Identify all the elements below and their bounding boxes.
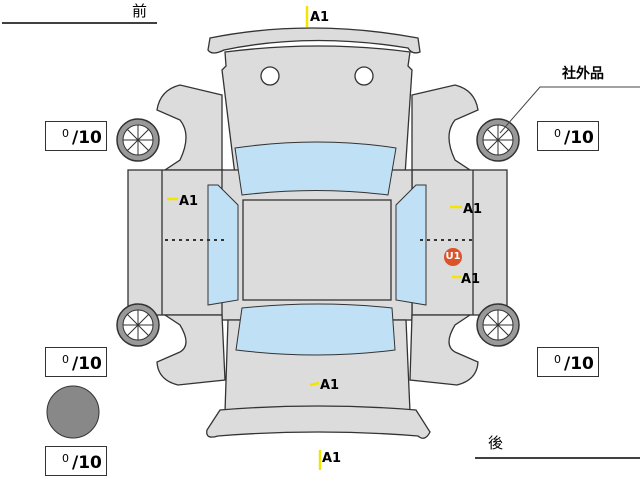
tread-value: 0 <box>554 127 561 140</box>
wheel-rear-right <box>476 303 520 347</box>
right-front-window <box>395 184 427 306</box>
tread-value: 0 <box>62 353 69 366</box>
tread-max: /10 <box>72 453 102 473</box>
tread-box-spare: 0/10 <box>45 446 107 476</box>
rear-window <box>235 303 396 356</box>
damage-mark: A1 <box>179 194 199 209</box>
damage-mark: A1 <box>463 202 483 217</box>
tread-max: /10 <box>564 354 594 374</box>
tread-max: /10 <box>72 354 102 374</box>
spare-tire-icon <box>46 385 100 439</box>
damage-mark: A1 <box>320 378 340 393</box>
tread-value: 0 <box>554 353 561 366</box>
tread-max: /10 <box>564 128 594 148</box>
tread-box-front-left: 0/10 <box>45 121 107 151</box>
right-front-fender <box>411 84 479 171</box>
wheel-front-right <box>476 118 520 162</box>
damage-mark: A1 <box>461 272 481 287</box>
tread-box-front-right: 0/10 <box>537 121 599 151</box>
wheel-rear-left <box>116 303 160 347</box>
rear-bumper <box>206 405 431 439</box>
tread-value: 0 <box>62 452 69 465</box>
rear-label: 後 <box>488 434 504 452</box>
left-side-panel <box>127 169 224 316</box>
windshield <box>234 141 397 196</box>
u1-badge: U1 <box>444 248 462 266</box>
tread-max: /10 <box>72 128 102 148</box>
tread-box-rear-left: 0/10 <box>45 347 107 377</box>
left-front-window <box>207 184 239 306</box>
damage-mark: A1 <box>310 10 330 25</box>
tread-box-rear-right: 0/10 <box>537 347 599 377</box>
roof <box>242 199 392 301</box>
front-bumper <box>207 27 421 54</box>
front-label: 前 <box>132 2 148 20</box>
left-rear-fender <box>156 314 226 386</box>
wheel-front-left <box>116 118 160 162</box>
tread-value: 0 <box>62 127 69 140</box>
damage-mark: A1 <box>322 451 342 466</box>
left-front-fender <box>156 84 223 171</box>
wheels <box>116 118 520 347</box>
right-rear-fender <box>409 314 479 386</box>
aftermarket-label: 社外品 <box>562 66 604 82</box>
